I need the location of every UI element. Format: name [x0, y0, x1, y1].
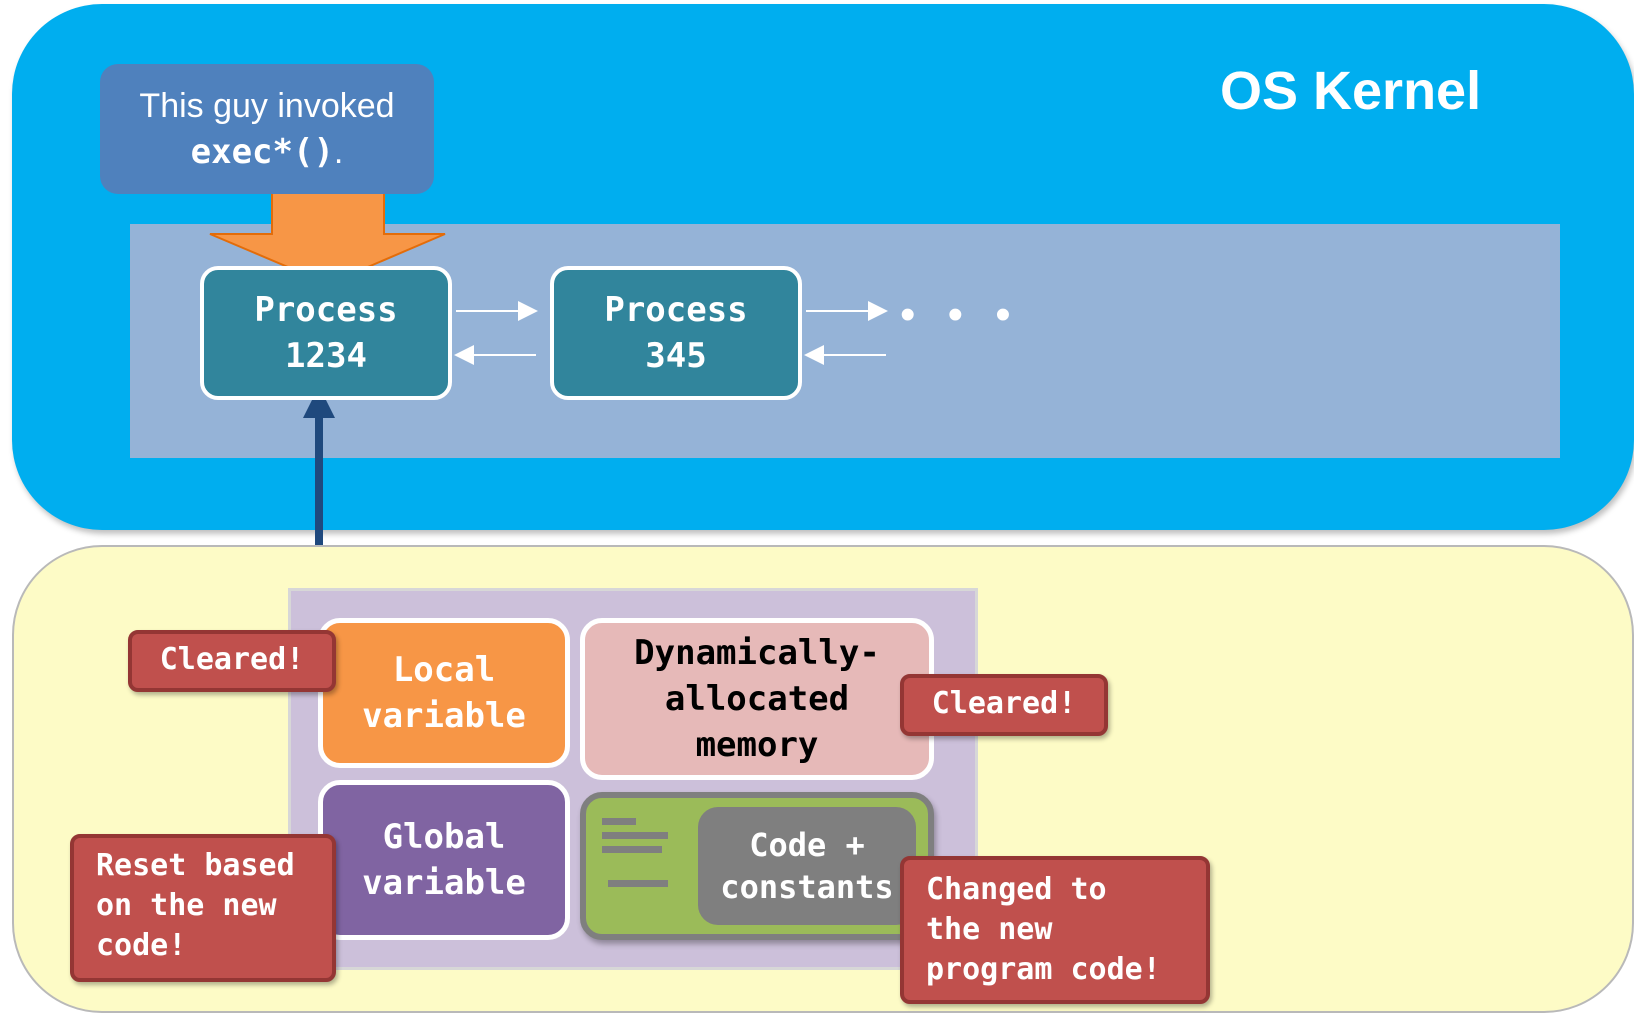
process-box-345: Process 345: [550, 266, 802, 400]
callout-code: exec*(): [190, 132, 334, 172]
segment-label: allocated: [664, 679, 850, 719]
code-lines-icon: [602, 818, 668, 887]
callout-text: This guy invoked: [139, 87, 395, 125]
code-constants-box: Code + constants: [698, 807, 916, 925]
segment-label: Global: [382, 817, 506, 857]
note-line: code!: [96, 928, 187, 963]
dynamic-cleared-note: Cleared!: [900, 674, 1108, 736]
process-id: 1234: [285, 336, 367, 376]
kernel-title: OS Kernel: [1220, 61, 1482, 121]
process-box-1234: Process 1234: [200, 266, 452, 400]
process-label: Process: [254, 290, 398, 330]
process-id: 345: [645, 336, 707, 376]
segment-label: Local: [392, 650, 496, 690]
note-line: Changed to: [926, 872, 1107, 907]
exec-callout: This guy invoked exec*().: [100, 64, 434, 194]
global-reset-note: Reset based on the new code!: [70, 834, 336, 982]
local-variable-segment: Local variable: [318, 618, 570, 768]
callout-suffix: .: [333, 133, 344, 171]
segment-label: variable: [362, 696, 526, 736]
note-line: Reset based: [96, 848, 295, 883]
callout-code-line: exec*().: [100, 129, 434, 175]
segment-label: variable: [362, 863, 526, 903]
code-changed-note: Changed to the new program code!: [900, 856, 1210, 1004]
local-cleared-note: Cleared!: [128, 630, 336, 692]
segment-label: Code +: [749, 826, 865, 864]
segment-label: memory: [695, 725, 819, 765]
dynamic-memory-segment: Dynamically- allocated memory: [580, 618, 934, 780]
note-line: the new: [926, 912, 1053, 947]
process-label: Process: [604, 290, 748, 330]
segment-label: Dynamically-: [634, 633, 880, 673]
note-line: program code!: [926, 952, 1161, 987]
more-processes-ellipsis: • • •: [900, 290, 1021, 339]
global-variable-segment: Global variable: [318, 780, 570, 940]
note-line: on the new: [96, 888, 277, 923]
segment-label: constants: [720, 868, 894, 906]
